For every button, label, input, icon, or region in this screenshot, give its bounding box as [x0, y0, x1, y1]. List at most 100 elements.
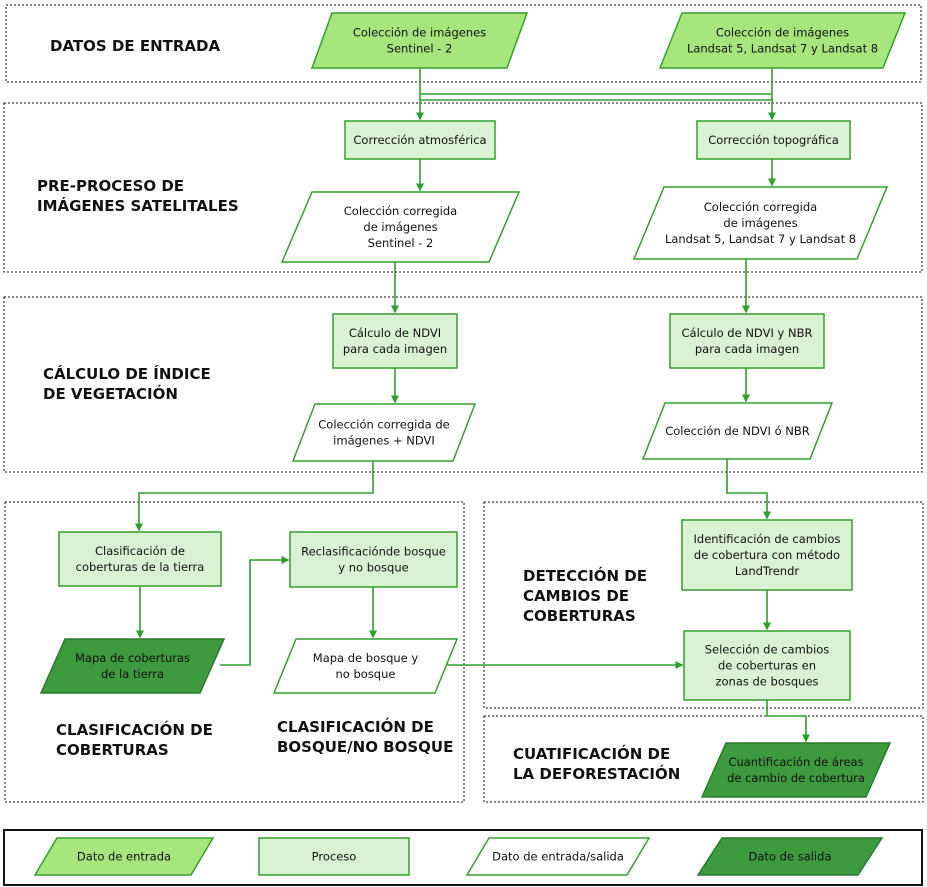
- frame-preproceso: [3, 102, 923, 273]
- section-title-cuantificacion-2: LA DEFORESTACIÓN: [513, 764, 680, 783]
- node-label-line: Colección de NDVI ó NBR: [665, 424, 810, 438]
- process-shape: [669, 313, 825, 369]
- node-label-line: Reclasificaciónde bosque: [301, 545, 446, 559]
- frame-calculo-indice: [3, 296, 923, 473]
- node-label-line: Cálculo de NDVI: [349, 326, 441, 340]
- section-title-calculo-1: CÁLCULO DE ÍNDICE: [43, 364, 211, 383]
- section-title-preproceso-2: IMÁGENES SATELITALES: [37, 196, 239, 215]
- legend: Dato de entrada Proceso Dato de entrada/sa…: [33, 837, 884, 876]
- legend-item-output: Dato de salida: [696, 837, 884, 876]
- node-label-line: Cuantificación de áreas: [728, 755, 863, 769]
- io-shape: [272, 638, 459, 694]
- process-shape: [344, 120, 496, 160]
- edge-mapa-to-reclasificacion: [220, 556, 290, 666]
- node-label-line: de cobertura con método: [694, 548, 840, 562]
- edge-coleccion-to-clasificacion: [135, 461, 374, 532]
- process-shape: [681, 519, 853, 591]
- process-shape: [332, 313, 458, 369]
- node-label-line: no bosque: [336, 667, 396, 681]
- legend-swatch-io: [465, 837, 651, 876]
- io-shape: [291, 403, 477, 462]
- legend-swatch-input: [33, 837, 215, 876]
- io-shape: [641, 402, 834, 460]
- section-title-deteccion-3: COBERTURAS: [523, 607, 636, 625]
- input-shape: [310, 12, 529, 69]
- node-clasif-coberturas: Clasificación de coberturas de la tierra: [58, 531, 222, 587]
- frame-datos-entrada: [5, 4, 922, 83]
- process-shape: [289, 531, 458, 588]
- node-label-line: de la tierra: [101, 667, 164, 681]
- node-label-line: Colección corregida: [344, 204, 457, 218]
- node-cuantificacion-out: Cuantificación de áreas de cambio de cobe…: [700, 742, 892, 798]
- node-coleccion-ndvi-nbr: Colección de NDVI ó NBR: [641, 402, 834, 460]
- node-label-line: Mapa de bosque y: [313, 651, 419, 665]
- legend-label: Proceso: [312, 850, 357, 864]
- edge-coleccion-to-identificacion: [726, 459, 771, 520]
- frame-clasificacion: [4, 501, 465, 803]
- node-identificacion: Identificación de cambios de cobertura co…: [681, 519, 853, 591]
- node-label-line: imágenes + NDVI: [333, 434, 435, 448]
- node-label-line: de imágenes: [723, 216, 797, 230]
- section-title-clasificacion-2: COBERTURAS: [56, 741, 169, 759]
- node-label-line: de coberturas en: [718, 659, 816, 673]
- section-title-calculo-2: DE VEGETACIÓN: [43, 384, 178, 403]
- node-label-line: Landsat 5, Landsat 7 y Landsat 8: [687, 42, 878, 56]
- legend-label: Dato de salida: [749, 850, 832, 864]
- section-title-cuantificacion-1: CUATIFICACIÓN DE: [513, 744, 670, 763]
- node-label-line: y no bosque: [338, 561, 408, 575]
- node-label-line: Sentinel - 2: [368, 236, 434, 250]
- node-label-line: Landsat 5, Landsat 7 y Landsat 8: [665, 232, 856, 246]
- node-label-line: Colección corregida: [704, 200, 817, 214]
- node-label-line: Colección corregida de: [318, 418, 449, 432]
- node-label-line: Colección de imágenes: [353, 26, 486, 40]
- node-label-line: Corrección atmosférica: [353, 133, 486, 147]
- node-coleccion-ndvi: Colección corregida de imágenes + NDVI: [291, 403, 477, 462]
- node-label-line: Cálculo de NDVI y NBR: [682, 326, 813, 340]
- node-mapa-bosque: Mapa de bosque y no bosque: [272, 638, 459, 694]
- node-label-line: Identificación de cambios: [694, 532, 841, 546]
- section-title-bosque-2: BOSQUE/NO BOSQUE: [277, 738, 453, 756]
- node-label-line: coberturas de la tierra: [76, 560, 205, 574]
- node-label-line: de cambio de cobertura: [727, 771, 865, 785]
- node-label-line: Selección de cambios: [705, 643, 830, 657]
- input-shape: [658, 12, 907, 69]
- legend-item-input: Dato de entrada: [33, 837, 215, 876]
- output-shape: [39, 638, 226, 694]
- io-shape: [632, 186, 889, 260]
- legend-frame: [3, 829, 923, 886]
- node-label-line: de imágenes: [363, 220, 437, 234]
- node-label-line: Corrección topográfica: [708, 133, 839, 147]
- node-label-line: Sentinel - 2: [387, 42, 453, 56]
- legend-swatch-process: [258, 837, 410, 876]
- node-label-line: Colección de imágenes: [716, 26, 849, 40]
- node-label-line: para cada imagen: [695, 342, 799, 356]
- section-title-preproceso-1: PRE-PROCESO DE: [37, 177, 184, 195]
- section-title-clasificacion-1: CLASIFICACIÓN DE: [56, 720, 213, 739]
- node-correccion-atm: Corrección atmosférica: [344, 120, 496, 160]
- node-reclasif-bosque: Reclasificaciónde bosque y no bosque: [289, 531, 458, 588]
- frame-cuantificacion: [483, 715, 924, 803]
- section-title-deteccion-2: CAMBIOS DE: [523, 587, 629, 605]
- node-label-line: Clasificación de: [95, 544, 185, 558]
- legend-swatch-output: [696, 837, 884, 876]
- process-shape: [696, 120, 851, 160]
- node-label-line: LandTrendr: [735, 564, 800, 578]
- legend-item-process: Proceso: [258, 837, 410, 876]
- section-title-deteccion-1: DETECCIÓN DE: [523, 566, 647, 585]
- output-shape: [700, 742, 892, 798]
- edge-seleccion-to-cuantificacion: [766, 700, 810, 743]
- legend-label: Dato de entrada/salida: [492, 850, 624, 864]
- node-correccion-topo: Corrección topográfica: [696, 120, 851, 160]
- process-shape: [58, 531, 222, 587]
- legend-item-io: Dato de entrada/salida: [465, 837, 651, 876]
- node-calc-ndvi-nbr: Cálculo de NDVI y NBR para cada imagen: [669, 313, 825, 369]
- section-title-bosque-1: CLASIFICACIÓN DE: [277, 717, 434, 736]
- io-shape: [280, 191, 521, 263]
